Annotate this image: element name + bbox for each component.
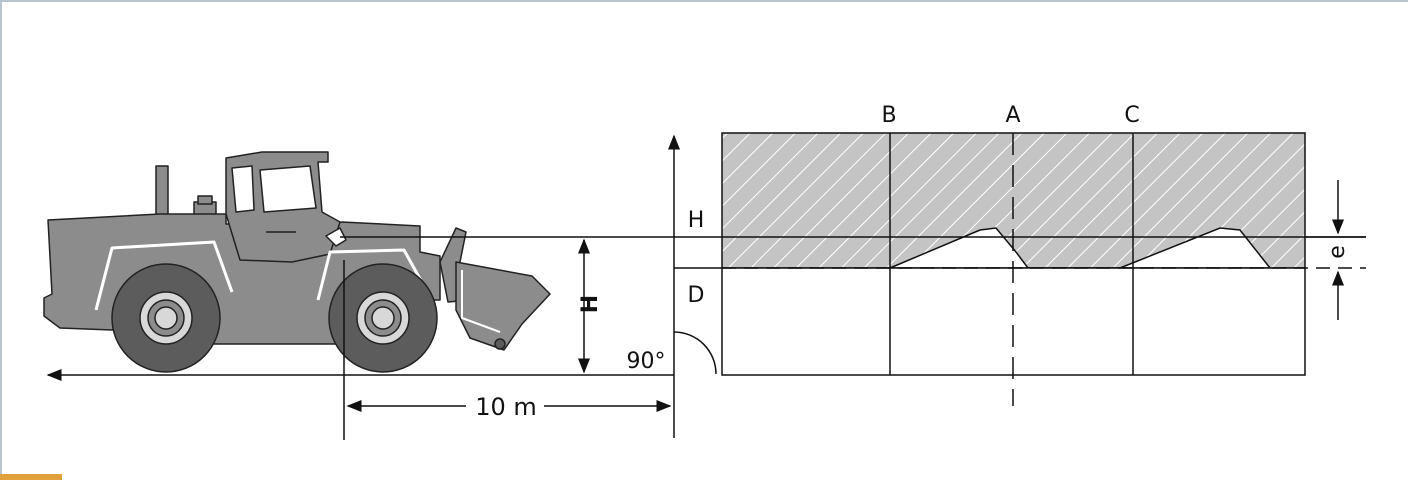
h-label-wall: H xyxy=(688,208,705,233)
distance-label: 10 m xyxy=(475,393,537,421)
cab-window-rear xyxy=(231,165,255,213)
h-label-left: H xyxy=(578,295,603,313)
right-angle-arc xyxy=(673,331,717,375)
d-label-wall: D xyxy=(688,283,705,308)
exhaust-stack xyxy=(155,165,169,221)
wheel-loader-icon xyxy=(43,151,551,373)
rear-wheel xyxy=(111,263,221,373)
e-label: e xyxy=(1325,245,1350,259)
rear-fender xyxy=(94,240,234,311)
label-c: C xyxy=(1124,103,1139,128)
front-fender xyxy=(316,248,426,301)
label-b: B xyxy=(881,103,896,128)
bucket xyxy=(455,261,551,351)
headlight xyxy=(325,227,347,247)
cab-window-front xyxy=(259,165,317,213)
angle-label: 90° xyxy=(627,349,666,374)
accent-bar xyxy=(0,474,62,480)
label-a: A xyxy=(1005,103,1020,128)
front-wheel xyxy=(328,263,438,373)
